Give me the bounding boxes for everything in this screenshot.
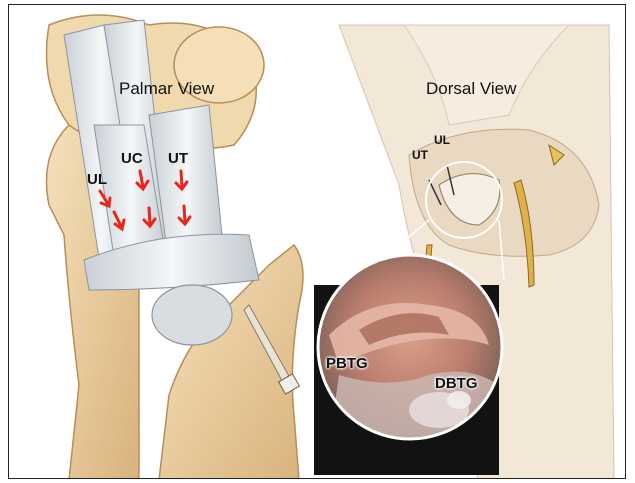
figure-frame: Palmar View UL UC UT Dorsal View UT UL P… <box>8 4 626 479</box>
photo-label-dbtg: DBTG <box>435 375 478 392</box>
dorsal-label-ul: UL <box>434 133 450 147</box>
palmar-label-ul: UL <box>87 171 107 188</box>
palmar-label-ut: UT <box>168 150 188 167</box>
palmar-label-uc: UC <box>121 150 143 167</box>
photo-label-pbtg: PBTG <box>326 355 368 372</box>
palmar-view-title: Palmar View <box>119 79 214 99</box>
figure-illustration <box>9 5 626 479</box>
dorsal-label-ut: UT <box>412 148 428 162</box>
dorsal-view-title: Dorsal View <box>426 79 516 99</box>
